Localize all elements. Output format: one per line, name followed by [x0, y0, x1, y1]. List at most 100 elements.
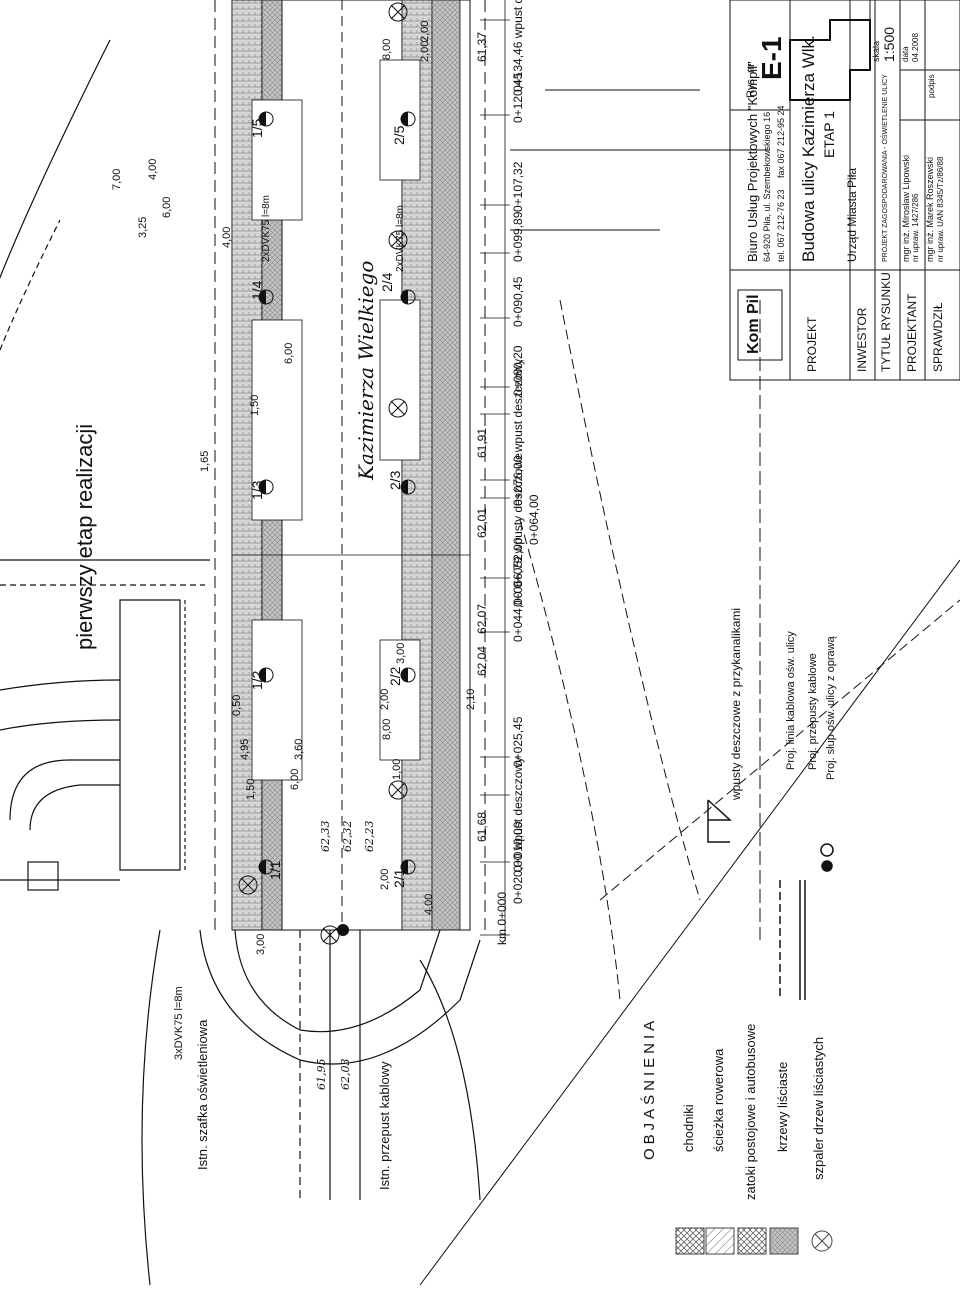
data-value: 04.2008 — [911, 33, 920, 62]
dimension: 6,00 — [161, 196, 173, 218]
dimension: 4,00 — [221, 226, 233, 248]
rys-value: E-1 — [756, 36, 787, 80]
dimension: 7,00 — [111, 168, 123, 190]
section-label: 2/1 — [391, 868, 407, 888]
legend-swatches — [675, 1227, 833, 1255]
projektant-value: mgr inż. Mirosław Lipowski — [901, 154, 911, 262]
line-legend-symbols — [707, 799, 834, 1000]
legend-item: chodniki — [681, 1104, 696, 1152]
elevation: 62,32 — [341, 820, 354, 853]
existing-building — [0, 39, 210, 891]
cable-label: 3xDVK75 l=8m — [173, 986, 185, 1060]
dimension: 2,10 — [465, 688, 477, 710]
section-label: 1/1 — [267, 860, 283, 880]
line-legend-item: wpusty deszczowe z przykanalikami — [729, 607, 743, 800]
cable-label: 2xDVK75 l=8m — [395, 205, 406, 272]
street-name: Kazimierza Wielkiego — [354, 260, 378, 480]
chainage-label: 0+064,00 — [527, 494, 541, 545]
section-label: 1/3 — [249, 480, 265, 500]
legend-item: zatoki postojowe i autobusowe — [743, 1023, 758, 1200]
company-phone: tel. 067 212-76 23 — [776, 189, 786, 262]
sprawdzil-value: mgr inż. Marek Roszewski — [925, 156, 935, 262]
elevation: 61,95 — [315, 1058, 328, 1091]
podpis-label: podpis — [927, 74, 936, 98]
company-fax: fax 067 212-95 24 — [776, 105, 786, 178]
chainage-label: 0+010,00 — [511, 821, 525, 872]
data-label: data — [901, 46, 910, 62]
dimension: 6,00 — [283, 342, 295, 364]
elevation: 62,01 — [475, 507, 489, 538]
skala-value: 1:500 — [881, 26, 897, 62]
legend-item: szpaler drzew liściastych — [811, 1036, 826, 1180]
projektant-label: PROJEKTANT — [905, 293, 919, 372]
dimension: 4,00 — [423, 893, 435, 915]
dimension: 1,65 — [199, 450, 211, 472]
elevation: 62,03 — [339, 1058, 352, 1091]
legend-title: OBJAŚNIENIA — [641, 1016, 658, 1160]
dimension: 8,00 — [381, 718, 393, 740]
legend-item: krzewy liściaste — [775, 1061, 790, 1152]
diagonal-lines — [419, 89, 960, 1286]
elevation: 61,68 — [475, 811, 489, 842]
dimension: 1,00 — [391, 758, 403, 780]
section-label: 2/2 — [387, 666, 403, 686]
elevation: 61,91 — [475, 427, 489, 458]
projektant-upr: nr upraw. 1427/286 — [911, 193, 920, 263]
inwestor-value: Urząd Miasta Piła — [845, 167, 859, 262]
elevation: 62,07 — [475, 603, 489, 634]
elevation: 62,04 — [475, 645, 489, 676]
existing-duct-label: Istn. przepust kablowy — [377, 1061, 392, 1190]
inwestor-label: INWESTOR — [855, 307, 869, 372]
tytul-value: PROJEKT ZAGOSPODAROWANIA - OŚWIETLENIE U… — [882, 74, 889, 262]
sprawdzil-upr: nr upraw. UAN 8345/Tz/86/88 — [936, 156, 945, 262]
section-label: 1/2 — [249, 670, 265, 690]
dimension: 2,00 — [419, 40, 431, 62]
title-block-frame — [729, 0, 960, 381]
dimension: 4,95 — [239, 738, 251, 760]
dimension: 3,00 — [395, 642, 407, 664]
section-label: 1/4 — [249, 280, 265, 300]
chainage-ticks — [480, 19, 510, 936]
projekt-value: Budowa ulicy Kazimierza Wlk. — [799, 35, 818, 262]
chainage-label: 0+044,00 — [511, 591, 525, 642]
chainage-label: 0+090,45 — [511, 276, 525, 327]
line-legend-item: Proj. przepusty kablowe — [807, 653, 819, 770]
line-legend-item: Proj. linia kablowa ośw. ulicy — [785, 631, 797, 770]
section-label: 2/4 — [379, 272, 395, 292]
chainage-label: 0+052,00 — [511, 537, 525, 588]
tytul-label: TYTUŁ RYSUNKU — [879, 272, 893, 372]
chainage-label: 0+099,89 — [511, 211, 525, 262]
dimension: 2,00 — [379, 688, 391, 710]
stage-label: pierwszy etap realizacji — [72, 423, 97, 650]
legend-item: ścieżka rowerowa — [711, 1048, 726, 1152]
dimension: 3,25 — [137, 216, 149, 238]
dimension: 3,00 — [255, 933, 267, 955]
chainage-label: 0+107,32 — [511, 161, 525, 212]
cable-label: 2xDVK75 l=8m — [261, 195, 272, 262]
section-label: 1/5 — [249, 118, 265, 138]
line-legend-item: Proj. słup ośw. ulicy z oprawą — [825, 636, 837, 780]
projekt-sub: ETAP 1 — [821, 111, 837, 158]
dimension: 2,00 — [419, 20, 431, 42]
chainage-label: 0+120,45 — [511, 72, 525, 123]
elevation: 61,37 — [475, 31, 489, 62]
chainage-label: km 0+000 — [495, 891, 509, 945]
dimension: 8,00 — [381, 38, 393, 60]
dimension: 2,00 — [379, 868, 391, 890]
dimension: 1,50 — [249, 394, 261, 416]
light-pole-symbols — [258, 111, 416, 936]
projekt-label: PROJEKT — [805, 316, 819, 372]
section-label: 2/3 — [387, 470, 403, 490]
company-logo: Kom Pil — [745, 294, 762, 354]
sprawdzil-label: SPRAWDZIŁ — [931, 302, 945, 372]
lamp-posts — [238, 2, 408, 945]
section-label: 2/5 — [391, 125, 407, 145]
dimension: 6,00 — [289, 768, 301, 790]
elevation: 62,23 — [363, 820, 376, 853]
skala-label: skala — [871, 40, 881, 62]
dimension: 3,60 — [293, 738, 305, 760]
elevation: 62,33 — [319, 820, 332, 853]
dimension: 4,00 — [147, 158, 159, 180]
